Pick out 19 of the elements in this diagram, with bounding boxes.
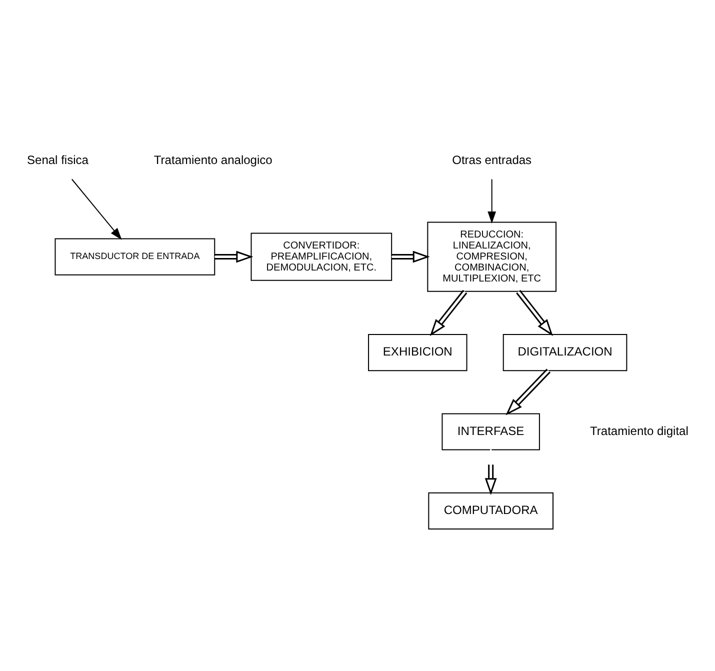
node-box: EXHIBICION [368, 334, 468, 371]
arrow [506, 368, 551, 415]
node-text: Senal fisica [27, 152, 88, 167]
node-box: DIGITALIZACION [502, 334, 628, 371]
arrow [430, 289, 468, 336]
arrow [516, 289, 553, 336]
node-box: INTERFASE [442, 412, 540, 450]
arrow [488, 178, 496, 224]
node-box: CONVERTIDOR: PREAMPLIFICACION, DEMODULACION, ETC. [250, 232, 392, 280]
arrow [392, 250, 430, 262]
arrow [484, 447, 497, 495]
node-text: Otras entradas [452, 152, 532, 167]
node-box: REDUCCION: LINEALIZACION, COMPRESION, COMBINACION, MULTIPLEXION, ETC [427, 221, 556, 292]
label: Tratamiento digital [590, 423, 688, 438]
arrow [72, 178, 122, 240]
arrow [214, 250, 254, 262]
label: Tratamiento analogico [154, 152, 272, 167]
node-box: COMPUTADORA [428, 492, 554, 529]
node-box: TRANSDUCTOR DE ENTRADA [54, 238, 216, 275]
